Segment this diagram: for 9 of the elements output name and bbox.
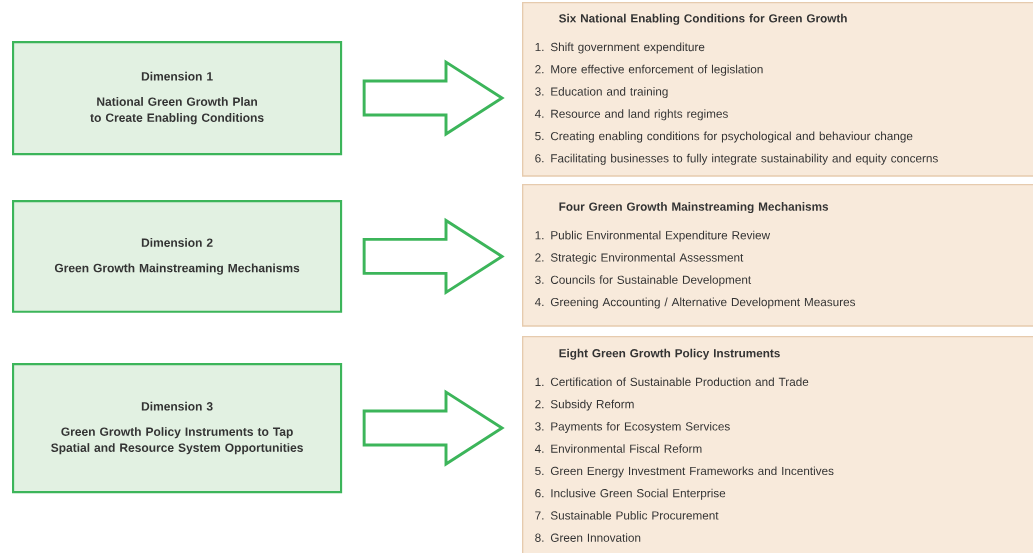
dimension-box: Dimension 3 Green Growth Policy Instruments to Tap Spatial and Resource System Opportunities [12,363,343,494]
list-box: Six National Enabling Conditions for Green Growth 1. Shift government expenditure 2. More effective enforcement of legislation 3. Education and training 4. Resource and land rights regimes 5. Creating enabling conditions for psychological and behaviour change 6. Facilitating businesses to fully integrate sustainability and equity concerns [522,2,1033,177]
list-box: Four Green Growth Mainstreaming Mechanisms 1. Public Environmental Expenditure Review 2. Strategic Environmental Assessment 3. Councils for Sustainable Development 4. Greening Accounting / Alternative Development Measures [522,184,1033,327]
list-box: Eight Green Growth Policy Instruments 1. Certification of Sustainable Production and Trade 2. Subsidy Reform 3. Payments for Ecosystem Services 4. Environmental Fiscal Reform 5. Green Energy Investment Frameworks and Incentives 6. Inclusive Green Social Enterprise 7. Sustainable Public Procurement 8. Green Innovation [522,336,1033,553]
dimension-box: Dimension 1 National Green Growth Plan to Create Enabling Conditions [12,41,343,156]
block-arrow [362,59,505,137]
block-arrow [362,217,505,296]
dimension-box: Dimension 2 Green Growth Mainstreaming Mechanisms [12,200,343,313]
block-arrow [362,389,505,467]
